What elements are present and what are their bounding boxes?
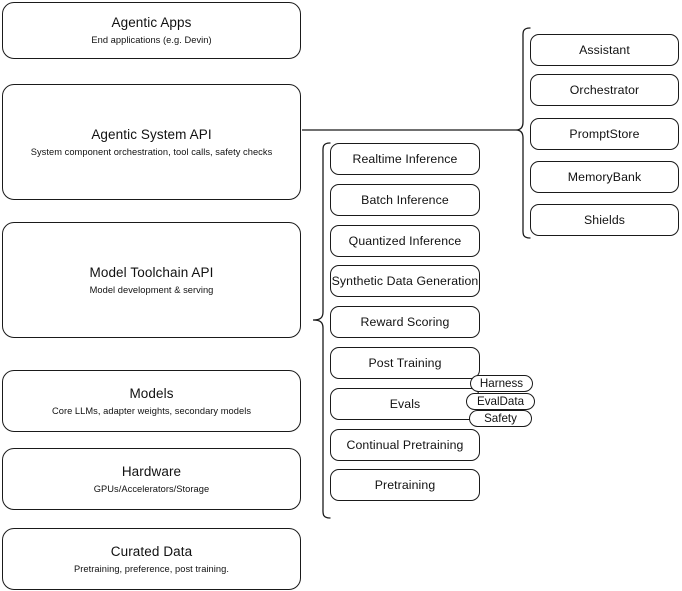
layer-box-agentic-apps[interactable]: Agentic Apps End applications (e.g. Devi…	[2, 2, 301, 59]
evals-pill-harness[interactable]: Harness	[470, 375, 533, 392]
capability-box-reward-scoring[interactable]: Reward Scoring	[330, 306, 480, 338]
component-box-promptstore[interactable]: PromptStore	[530, 118, 679, 150]
capability-box-pretraining[interactable]: Pretraining	[330, 469, 480, 501]
component-label: Shields	[583, 213, 626, 227]
capability-box-evals[interactable]: Evals	[330, 388, 480, 420]
layer-box-models[interactable]: Models Core LLMs, adapter weights, secon…	[2, 370, 301, 432]
layer-box-agentic-system-api[interactable]: Agentic System API System component orch…	[2, 84, 301, 200]
capability-label: Quantized Inference	[348, 234, 462, 248]
layer-box-hardware[interactable]: Hardware GPUs/Accelerators/Storage	[2, 448, 301, 510]
layer-title: Agentic Apps	[111, 15, 192, 30]
capability-label: Pretraining	[374, 478, 436, 492]
layer-title: Hardware	[121, 463, 182, 479]
capability-box-continual-pretraining[interactable]: Continual Pretraining	[330, 429, 480, 461]
component-label: MemoryBank	[567, 170, 642, 184]
layer-subtitle: GPUs/Accelerators/Storage	[93, 483, 210, 494]
evals-pill-label: Safety	[484, 412, 517, 425]
layer-box-model-toolchain-api[interactable]: Model Toolchain API Model development & …	[2, 222, 301, 338]
component-box-shields[interactable]: Shields	[530, 204, 679, 236]
layer-subtitle: System component orchestration, tool cal…	[30, 146, 273, 157]
capability-label: Evals	[389, 397, 421, 411]
layer-box-curated-data[interactable]: Curated Data Pretraining, preference, po…	[2, 528, 301, 590]
component-label: Orchestrator	[569, 83, 640, 97]
layer-subtitle: Core LLMs, adapter weights, secondary mo…	[51, 405, 252, 416]
layer-subtitle: Model development & serving	[89, 284, 214, 295]
capability-label: Post Training	[368, 356, 442, 370]
capability-box-quantized-inference[interactable]: Quantized Inference	[330, 225, 480, 257]
capability-box-realtime-inference[interactable]: Realtime Inference	[330, 143, 480, 175]
component-box-memorybank[interactable]: MemoryBank	[530, 161, 679, 193]
layer-title: Agentic System API	[91, 126, 212, 142]
layer-subtitle: Pretraining, preference, post training.	[74, 563, 229, 574]
capability-label: Realtime Inference	[352, 152, 458, 166]
capability-label: Continual Pretraining	[346, 438, 464, 452]
component-box-assistant[interactable]: Assistant	[530, 34, 679, 66]
capability-box-batch-inference[interactable]: Batch Inference	[330, 184, 480, 216]
evals-pill-evaldata[interactable]: EvalData	[466, 393, 535, 410]
layer-title: Model Toolchain API	[89, 264, 214, 280]
component-label: PromptStore	[569, 127, 640, 141]
layer-title: Models	[129, 385, 174, 401]
component-label: Assistant	[579, 43, 630, 57]
layer-subtitle: End applications (e.g. Devin)	[91, 35, 212, 45]
capability-box-post-training[interactable]: Post Training	[330, 347, 480, 379]
capability-label: Reward Scoring	[360, 315, 450, 329]
capability-label: Batch Inference	[361, 193, 449, 207]
capability-box-synthetic-data-generation[interactable]: Synthetic Data Generation	[330, 265, 480, 297]
evals-pill-label: EvalData	[476, 395, 525, 408]
capability-label: Synthetic Data Generation	[331, 274, 479, 288]
evals-pill-label: Harness	[479, 377, 524, 390]
layer-title: Curated Data	[110, 543, 193, 559]
evals-pill-safety[interactable]: Safety	[469, 410, 532, 427]
component-box-orchestrator[interactable]: Orchestrator	[530, 74, 679, 106]
